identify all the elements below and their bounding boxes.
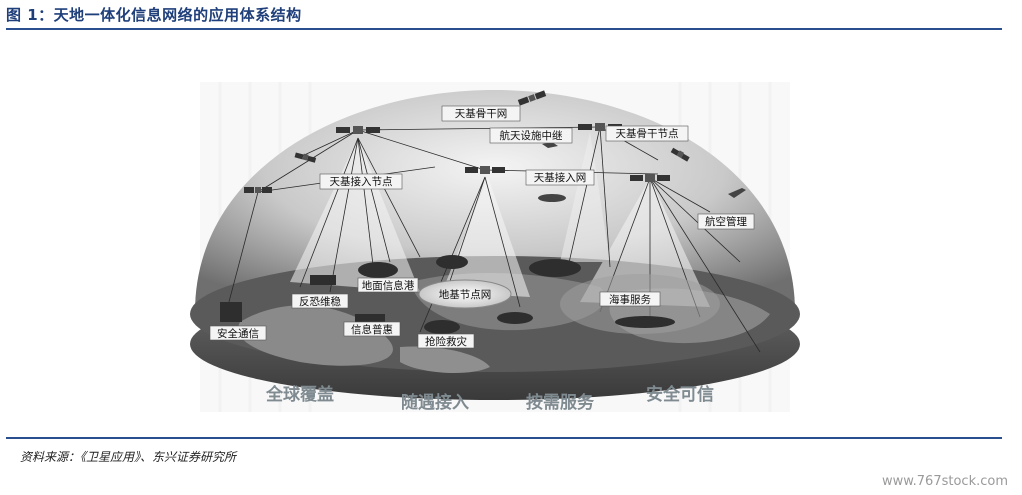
slogans: 全球覆盖 随遇接入 按需服务 安全可信 — [265, 384, 714, 413]
source-note: 资料来源：《卫星应用》、东兴证券研究所 — [20, 450, 237, 464]
label-info-benefit: 信息普惠 — [351, 323, 393, 336]
label-ground-node-network: 地基节点网 — [439, 288, 492, 301]
label-situation-awareness: 反恐维稳 — [299, 295, 341, 308]
label-access-network: 天基接入网 — [534, 171, 587, 184]
architecture-diagram-svg: 天基骨干网 航天设施中继 天基骨干节点 天基接入节点 天基接入网 航空管理 地面… — [190, 82, 800, 413]
slogan-4: 安全可信 — [646, 384, 714, 405]
label-space-relay: 航天设施中继 — [500, 129, 563, 142]
ground-equipment — [220, 255, 675, 334]
link-lines — [224, 126, 761, 353]
ground-node-oval — [418, 279, 512, 309]
label-aviation: 航空管理 — [705, 215, 747, 228]
diagram-labels: 天基骨干网 航天设施中继 天基骨干节点 天基接入节点 天基接入网 航空管理 地面… — [209, 105, 755, 349]
figure-title: 图 1：天地一体化信息网络的应用体系结构 — [6, 6, 302, 24]
label-maritime: 海事服务 — [609, 293, 651, 306]
label-ground-info-port: 地面信息港 — [362, 279, 415, 292]
label-backbone-node: 天基骨干节点 — [616, 127, 679, 140]
slogan-2: 随遇接入 — [401, 392, 469, 413]
label-backbone-network: 天基骨干网 — [455, 107, 508, 120]
slogan-3: 按需服务 — [526, 392, 595, 413]
label-rescue: 抢险救灾 — [425, 335, 467, 348]
watermark: www.767stock.com — [881, 474, 1008, 489]
slogan-1: 全球覆盖 — [265, 384, 334, 405]
label-secure-comm: 安全通信 — [217, 327, 259, 340]
label-access-node: 天基接入节点 — [330, 175, 393, 188]
architecture-diagram: 天基骨干网 航天设施中继 天基骨干节点 天基接入节点 天基接入网 航空管理 地面… — [180, 82, 810, 422]
aircraft — [538, 142, 746, 202]
source-rule — [6, 437, 1002, 439]
title-rule — [6, 28, 1002, 30]
